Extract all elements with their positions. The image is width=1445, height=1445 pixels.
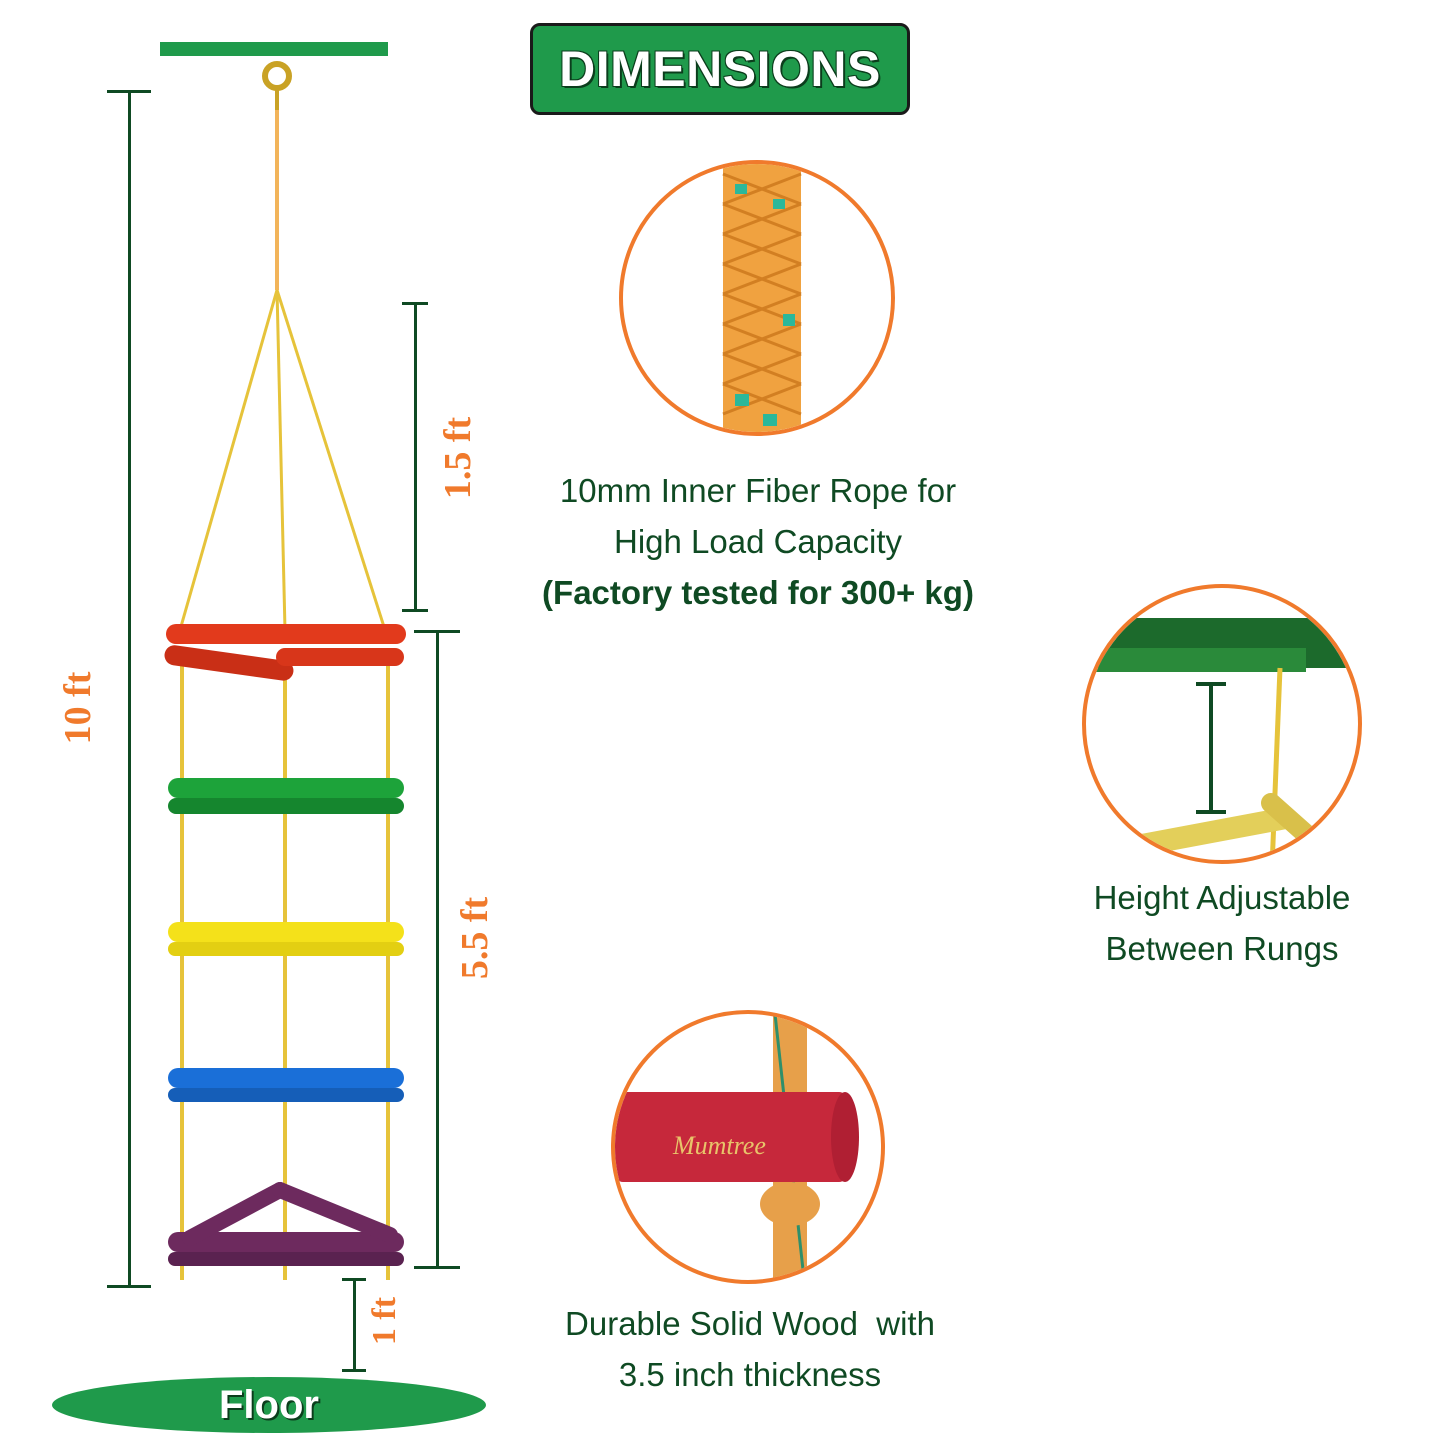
rope-caption-line1: 10mm Inner Fiber Rope for (559, 472, 957, 509)
dim-1-5ft-line (414, 302, 417, 612)
title-badge: DIMENSIONS (530, 23, 910, 115)
ceiling-bar (160, 42, 388, 56)
brand-logo: Mumtree (672, 1131, 766, 1160)
dim-5-5ft-line (436, 630, 439, 1268)
dim-1ft-bottom-tick (342, 1369, 366, 1372)
dim-10ft-line (128, 90, 131, 1288)
rope-caption-line3: (Factory tested for 300+ kg) (542, 574, 974, 611)
adjustable-caption: Height Adjustable Between Rungs (1060, 872, 1384, 974)
wood-caption: Durable Solid Wood with 3.5 inch thickne… (500, 1298, 1000, 1400)
rung-purple (168, 1182, 404, 1266)
rope-caption: 10mm Inner Fiber Rope for High Load Capa… (480, 465, 1036, 618)
rung-red (164, 624, 406, 681)
dim-1-5ft-bottom-tick (402, 609, 428, 612)
rope-closeup-image (722, 164, 802, 432)
dim-5-5ft-bottom-tick (414, 1266, 460, 1269)
hook-icon (262, 61, 292, 91)
wood-closeup-image: Mumtree (615, 1014, 859, 1280)
page-title: DIMENSIONS (559, 41, 881, 97)
dim-1-5ft-label: 1.5 ft (437, 416, 479, 500)
floor-ellipse: Floor (52, 1377, 486, 1433)
wood-caption-line1: Durable Solid Wood with (565, 1305, 935, 1342)
dim-10ft-bottom-tick (107, 1285, 151, 1288)
dim-5-5ft-label: 5.5 ft (454, 896, 496, 980)
rung-yellow (168, 922, 404, 956)
dim-1ft-line (353, 1278, 356, 1372)
wood-detail-circle: Mumtree (611, 1010, 885, 1284)
dim-10ft-label: 10 ft (57, 671, 99, 745)
adjustable-caption-line1: Height Adjustable (1093, 879, 1351, 916)
rung-green (168, 778, 404, 814)
wood-caption-line2: 3.5 inch thickness (618, 1356, 882, 1393)
rung-blue (168, 1068, 404, 1102)
rope-detail-circle (619, 160, 895, 436)
rung-spacing-circle (1082, 584, 1362, 864)
floor-label: Floor (219, 1382, 319, 1427)
ladder-illustration (164, 61, 406, 1280)
rung-spacing-image (1086, 618, 1358, 860)
rope-caption-line2: High Load Capacity (613, 523, 902, 560)
adjustable-caption-line2: Between Rungs (1105, 930, 1339, 967)
dim-1ft-label: 1 ft (366, 1296, 403, 1346)
